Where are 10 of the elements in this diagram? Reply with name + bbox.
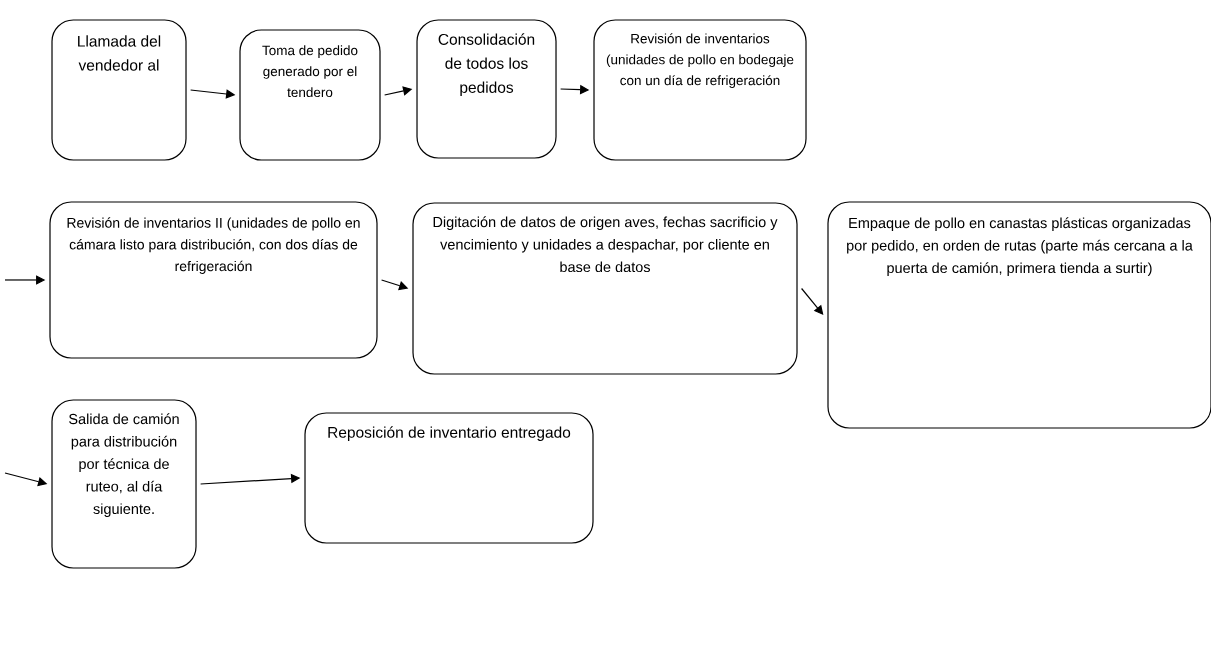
process-box: Salida de camión para distribución por técnica de ruteo, al día siguiente. — [51, 399, 197, 569]
process-box: Digitación de datos de origen aves, fechas sacrificio y vencimiento y unidades a despachar, por cliente en base de datos — [412, 202, 798, 375]
process-box: Consolidación de todos los pedidos — [416, 19, 557, 159]
process-box: Empaque de pollo en canastas plásticas organizadas por pedido, en orden de rutas (parte más cercana a la puerta de camión, primera tienda a surtir) — [827, 201, 1211, 429]
arrow — [801, 287, 824, 315]
process-box: Revisión de inventarios (unidades de pollo en bodegaje con un día de refrigeración — [593, 19, 807, 161]
process-box: Llamada del vendedor al — [51, 19, 187, 161]
process-box: Toma de pedido generado por el tendero — [239, 29, 381, 161]
process-box: Revisión de inventarios II (unidades de pollo en cámara listo para distribución, con dos días de refrigeración — [49, 201, 378, 359]
process-box: Reposición de inventario entregado — [304, 412, 594, 544]
